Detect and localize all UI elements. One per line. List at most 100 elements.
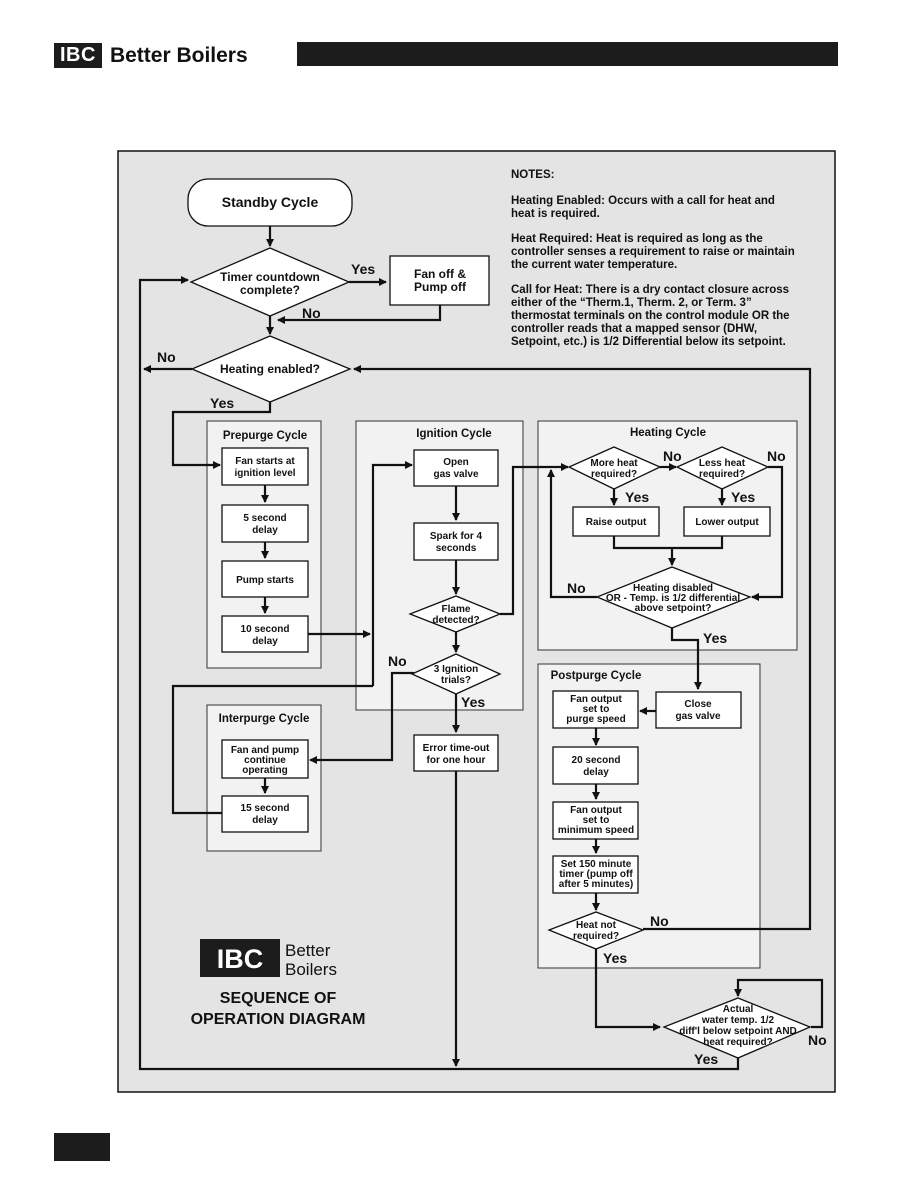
caption-title-line: SEQUENCE OF bbox=[220, 990, 337, 1007]
step-label: seconds bbox=[436, 543, 477, 554]
ignition-step: Spark for 4 seconds bbox=[413, 522, 499, 561]
no-label: No bbox=[567, 580, 586, 596]
no-label: No bbox=[650, 913, 669, 929]
ibc-logo-box: IBC bbox=[54, 43, 102, 68]
step-label: Spark for 4 bbox=[430, 531, 483, 542]
decision-label: Flame bbox=[442, 604, 471, 615]
decision-label: More heat bbox=[590, 458, 638, 469]
decision-label: diff'l below setpoint AND bbox=[679, 1026, 797, 1037]
step-label: Error time-out bbox=[423, 743, 490, 754]
prepurge-step: 10 second delay bbox=[221, 615, 309, 653]
interpurge-step: Fan and pump continue operating bbox=[221, 739, 309, 779]
header-bar bbox=[297, 42, 838, 66]
more-heat-decision: More heat required? bbox=[567, 446, 662, 490]
step-label: 20 second bbox=[572, 755, 621, 766]
step-label: 10 second bbox=[241, 624, 290, 635]
step-label: Fan output bbox=[570, 694, 622, 705]
step-label: delay bbox=[583, 767, 609, 778]
timer-label: Timer countdown bbox=[220, 270, 320, 284]
step-label: Open bbox=[443, 457, 469, 468]
step-label: delay bbox=[252, 525, 278, 536]
timer-countdown-decision: Timer countdown complete? bbox=[189, 247, 351, 317]
heating-disabled-decision: Heating disabled OR - Temp. is 1/2 diffe… bbox=[595, 566, 752, 629]
decision-label: OR - Temp. is 1/2 differential bbox=[606, 593, 741, 604]
note-line: Heating Enabled: Occurs with a call for … bbox=[511, 195, 775, 207]
page-number-tab bbox=[54, 1133, 110, 1161]
ignition-trials-decision: 3 Ignition trials? bbox=[410, 653, 502, 695]
yes-label: Yes bbox=[461, 694, 485, 710]
step-label: 5 second bbox=[243, 513, 286, 524]
note-line: controller reads that a mapped sensor (D… bbox=[511, 323, 757, 335]
step-label: Lower output bbox=[695, 517, 759, 528]
note-line: thermostat terminals on the control modu… bbox=[511, 310, 790, 322]
decision-label: required? bbox=[573, 931, 619, 942]
heating-title: Heating Cycle bbox=[630, 427, 706, 439]
step-label: Fan and pump bbox=[231, 745, 299, 756]
step-label: delay bbox=[252, 636, 278, 647]
note-line: heat is required. bbox=[511, 208, 600, 220]
no-label: No bbox=[157, 349, 176, 365]
yes-label: Yes bbox=[625, 489, 649, 505]
step-label: purge speed bbox=[566, 714, 625, 725]
note-line: either of the “Therm.1, Therm. 2, or Ter… bbox=[511, 297, 752, 309]
step-label: minimum speed bbox=[558, 825, 634, 836]
decision-label: water temp. 1/2 bbox=[701, 1015, 775, 1026]
note-line: the current water temperature. bbox=[511, 259, 677, 271]
yes-label: Yes bbox=[694, 1051, 718, 1067]
step-label: timer (pump off bbox=[559, 869, 633, 880]
postpurge-step: 20 second delay bbox=[552, 746, 639, 785]
note-line: Call for Heat: There is a dry contact cl… bbox=[511, 284, 789, 296]
heat-not-required-decision: Heat not required? bbox=[547, 911, 645, 950]
step-label: Pump starts bbox=[236, 575, 294, 586]
notes-heading: NOTES: bbox=[511, 169, 554, 181]
prepurge-step: Fan starts at ignition level bbox=[221, 447, 309, 486]
decision-label: required? bbox=[591, 469, 637, 480]
note-line: controller senses a requirement to raise… bbox=[511, 246, 795, 258]
note-line: Setpoint, etc.) is 1/2 Differential belo… bbox=[511, 336, 786, 348]
ignition-step: Open gas valve bbox=[413, 449, 499, 487]
decision-label: Actual bbox=[723, 1004, 754, 1015]
step-label: Set 150 minute bbox=[561, 859, 632, 870]
postpurge-step: Fan output set to minimum speed bbox=[552, 801, 639, 840]
heating-enabled-decision: Heating enabled? bbox=[190, 335, 352, 403]
decision-label: 3 Ignition bbox=[434, 664, 478, 675]
step-label: Raise output bbox=[586, 517, 647, 528]
brand-name: Better Boilers bbox=[109, 43, 248, 67]
step-label: gas valve bbox=[433, 469, 478, 480]
prepurge-step: Pump starts bbox=[221, 560, 309, 598]
no-label: No bbox=[767, 448, 786, 464]
interpurge-title: Interpurge Cycle bbox=[219, 713, 310, 725]
decision-label: Heating disabled bbox=[633, 583, 713, 594]
standby-cycle-node: Standby Cycle bbox=[187, 178, 353, 227]
yes-label: Yes bbox=[351, 261, 375, 277]
step-label: 15 second bbox=[241, 803, 290, 814]
lower-output-node: Lower output bbox=[683, 506, 771, 537]
timer-label: complete? bbox=[240, 283, 300, 297]
ignition-title: Ignition Cycle bbox=[416, 428, 491, 440]
close-gas-valve-node: Close gas valve bbox=[655, 691, 742, 729]
decision-label: above setpoint? bbox=[635, 603, 712, 614]
less-heat-decision: Less heat required? bbox=[675, 446, 770, 490]
step-label: operating bbox=[242, 765, 288, 776]
no-label: No bbox=[388, 653, 407, 669]
step-label: continue bbox=[244, 755, 286, 766]
decision-label: required? bbox=[699, 469, 745, 480]
caption-title: SEQUENCE OF OPERATION DIAGRAM bbox=[191, 990, 366, 1028]
step-label: Fan output bbox=[570, 805, 622, 816]
yes-label: Yes bbox=[603, 950, 627, 966]
no-label: No bbox=[302, 305, 321, 321]
fan-off-label: Fan off & bbox=[414, 267, 466, 281]
step-label: gas valve bbox=[675, 711, 720, 722]
header-logo: IBC Better Boilers bbox=[54, 43, 248, 68]
raise-output-node: Raise output bbox=[572, 506, 660, 537]
prepurge-step: 5 second delay bbox=[221, 504, 309, 543]
step-label: Close bbox=[684, 699, 712, 710]
caption-logo-text: Boilers bbox=[285, 960, 337, 979]
postpurge-title: Postpurge Cycle bbox=[551, 670, 642, 682]
no-label: No bbox=[808, 1032, 827, 1048]
caption-title-line: OPERATION DIAGRAM bbox=[191, 1011, 366, 1028]
decision-label: detected? bbox=[432, 615, 479, 626]
yes-label: Yes bbox=[703, 630, 727, 646]
postpurge-step: Fan output set to purge speed bbox=[552, 690, 639, 729]
